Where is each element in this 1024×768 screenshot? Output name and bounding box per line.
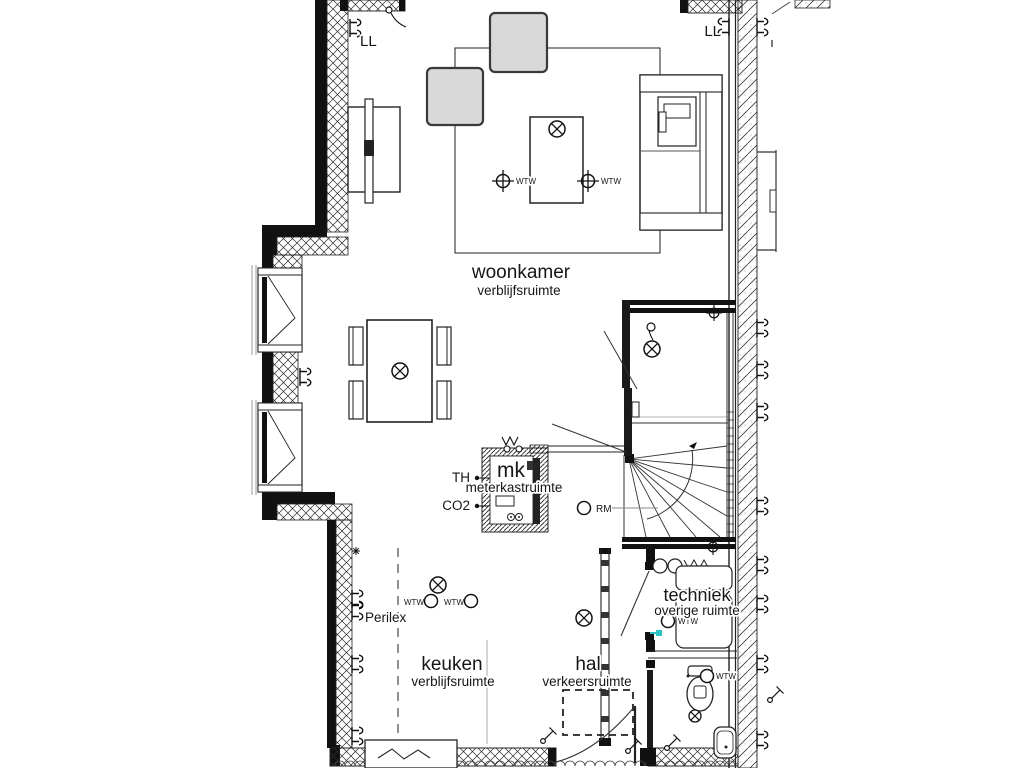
spare-point-symbol — [352, 547, 360, 555]
th-label: TH — [452, 470, 470, 485]
light-switch-symbol — [539, 726, 558, 745]
room-type-techniek: overige ruimte — [654, 603, 740, 618]
door-contact-switch — [385, 6, 407, 28]
ll-label-left: LL — [360, 33, 377, 50]
co2-leader-dot — [474, 503, 480, 509]
hal-top-wall — [529, 444, 624, 454]
dining-chair — [436, 326, 452, 366]
wall-socket-symbol — [299, 367, 312, 387]
exterior-wall-left — [262, 0, 353, 749]
room-label-techniek: techniek — [663, 585, 731, 605]
top-wall-fragment-right — [680, 0, 743, 14]
wtw-label: WTW — [601, 177, 621, 186]
sofa — [639, 74, 723, 231]
wtw-valve-icon — [699, 668, 715, 684]
wall-socket-symbol — [351, 726, 364, 746]
wtw-valve-icon — [423, 593, 439, 609]
ceiling-light-icon — [548, 120, 566, 138]
wtw-vent-icon — [491, 169, 515, 193]
window-lower — [251, 400, 303, 495]
stair-door — [551, 330, 640, 456]
vent-icon — [705, 304, 723, 322]
tv — [364, 98, 374, 204]
ceiling-light-icon — [643, 340, 661, 358]
kitchen-sink — [364, 739, 458, 768]
room-label-meterkast: mk — [497, 459, 525, 482]
room-type-woonkamer: verblijfsruimte — [477, 283, 560, 298]
ceiling-light-icon — [575, 609, 593, 627]
techniek-door-swing — [620, 570, 650, 637]
room-type-meterkast: meterkastruimte — [466, 480, 563, 495]
pendant-light — [646, 322, 656, 341]
floor-drain-icon — [688, 709, 702, 723]
staircase — [622, 300, 736, 549]
ceiling-light-icon — [429, 576, 447, 594]
washing-machine — [652, 558, 710, 574]
dining-chair — [348, 380, 364, 420]
water-tap-symbol — [650, 630, 662, 636]
room-type-keuken: verblijfsruimte — [411, 674, 494, 689]
wtw-label: WTW — [404, 598, 424, 607]
wtw-label: WTW — [678, 617, 698, 626]
toilet-walls — [646, 660, 656, 766]
window-upper — [251, 265, 303, 355]
room-label-hal: hal — [575, 654, 600, 675]
wtw-label: WTW — [444, 598, 464, 607]
neighbor-symbols — [756, 17, 785, 750]
neighbor-wall-fragment — [771, 0, 831, 15]
ll-label-right: LL — [704, 23, 721, 40]
side-table-top — [488, 11, 549, 74]
smoke-detector-icon — [576, 500, 592, 516]
techniek-walls — [645, 549, 737, 659]
side-table-left — [425, 66, 485, 127]
meterkast — [481, 447, 549, 533]
dining-chair — [436, 380, 452, 420]
wtw-unit — [675, 565, 733, 649]
light-switch-symbol — [624, 736, 643, 755]
wtw-label: WTW — [716, 672, 736, 681]
dining-chair — [348, 326, 364, 366]
wall-socket-symbol — [351, 654, 364, 674]
room-type-hal: verkeersruimte — [542, 674, 631, 689]
wtw-valve-icon — [463, 593, 479, 609]
co2-label: CO2 — [442, 498, 470, 513]
rm-label: RM — [596, 504, 612, 515]
toilet-sink — [713, 726, 737, 759]
thermostat-symbol — [501, 435, 523, 453]
partition-keuken-hal — [599, 548, 611, 746]
party-wall-right — [728, 0, 758, 768]
th-leader-dot — [474, 475, 480, 481]
wtw-label: WTW — [516, 177, 536, 186]
ceiling-light-icon — [391, 362, 409, 380]
top-wall-fragment-left — [340, 0, 406, 12]
room-label-keuken: keuken — [421, 654, 482, 675]
front-door — [551, 705, 637, 764]
tv-cabinet — [347, 106, 401, 193]
perilex-label: Perilex — [365, 610, 407, 625]
entry-mat-dashed-outline — [562, 689, 634, 736]
room-label-woonkamer: woonkamer — [471, 262, 571, 283]
